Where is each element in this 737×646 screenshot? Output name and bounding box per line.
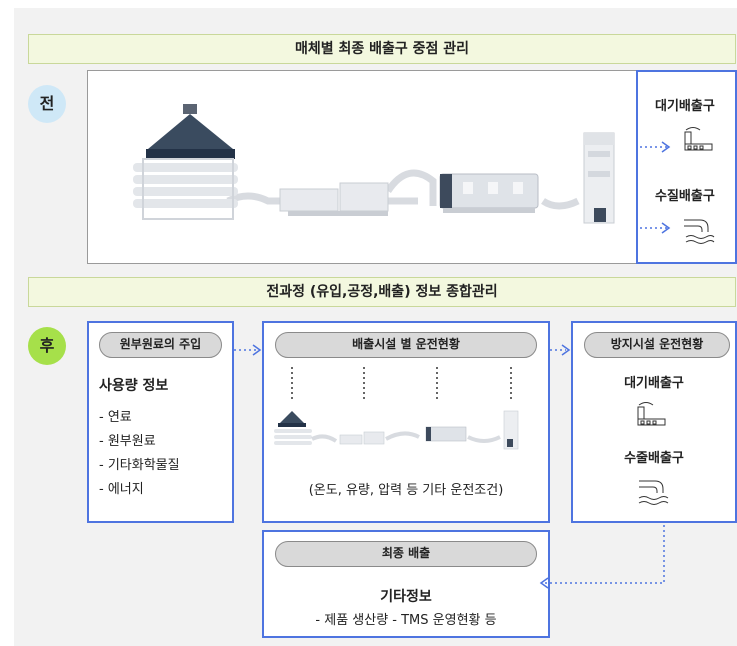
other-info-title: 기타정보 (380, 589, 432, 605)
water-outlet-icon (638, 480, 669, 505)
water-outlet-icon (684, 219, 715, 244)
process-pill: 배출시설 별 운전현황 (275, 332, 537, 358)
before-process-panel (87, 70, 640, 264)
process-illustration-large (133, 104, 615, 224)
before-outlets-box: 대기배출구 수질배출구 (636, 70, 737, 264)
diagram-canvas: 매체별 최종 배출구 중점 관리 전 (14, 8, 737, 646)
intake-item: - 기타화학물질 (99, 458, 180, 473)
prevention-outlet-icons (637, 402, 669, 505)
intake-item: - 연료 (99, 410, 132, 425)
intake-box: 원부원료의 주입 사용량 정보 - 연료 - 원부원료 - 기타화학물질 - 에… (87, 321, 234, 523)
intake-pill: 원부원료의 주입 (99, 332, 222, 358)
prevention-pill: 방지시설 운전현황 (584, 332, 730, 358)
factory-icon (637, 402, 666, 426)
factory-icon (684, 127, 713, 151)
air-outlet-label: 대기배출구 (655, 99, 715, 114)
air-outlet-label: 대기배출구 (624, 376, 684, 391)
outlet-icons (640, 127, 715, 244)
operating-conditions-note: (온도, 유량, 압력 등 기타 운전조건) (308, 483, 504, 498)
usage-info-title: 사용량 정보 (99, 378, 169, 394)
final-emission-pill: 최종 배출 (275, 541, 537, 567)
process-illustration-small (274, 367, 519, 450)
water-outlet-label: 수줄배출구 (624, 451, 684, 466)
middle-banner: 전과정 (유입,공정,배출) 정보 종합관리 (28, 277, 736, 307)
process-box: 배출시설 별 운전현황 (온도, 유량, 압력 등 기타 운전조 (262, 321, 550, 523)
top-banner: 매체별 최종 배출구 중점 관리 (28, 34, 736, 64)
after-circle: 후 (28, 327, 66, 365)
connector-arrows (234, 344, 665, 589)
final-emission-box: 최종 배출 기타정보 - 제품 생산량 - TMS 운영현황 등 (262, 530, 550, 638)
prevention-box: 방지시설 운전현황 대기배출구 수줄배출구 (571, 321, 737, 523)
intake-item: - 원부원료 (99, 434, 156, 449)
before-circle: 전 (28, 85, 66, 123)
water-outlet-label: 수질배출구 (655, 189, 715, 204)
other-info-detail: - 제품 생산량 - TMS 운영현황 등 (315, 613, 497, 628)
intake-item: - 에너지 (99, 482, 144, 497)
